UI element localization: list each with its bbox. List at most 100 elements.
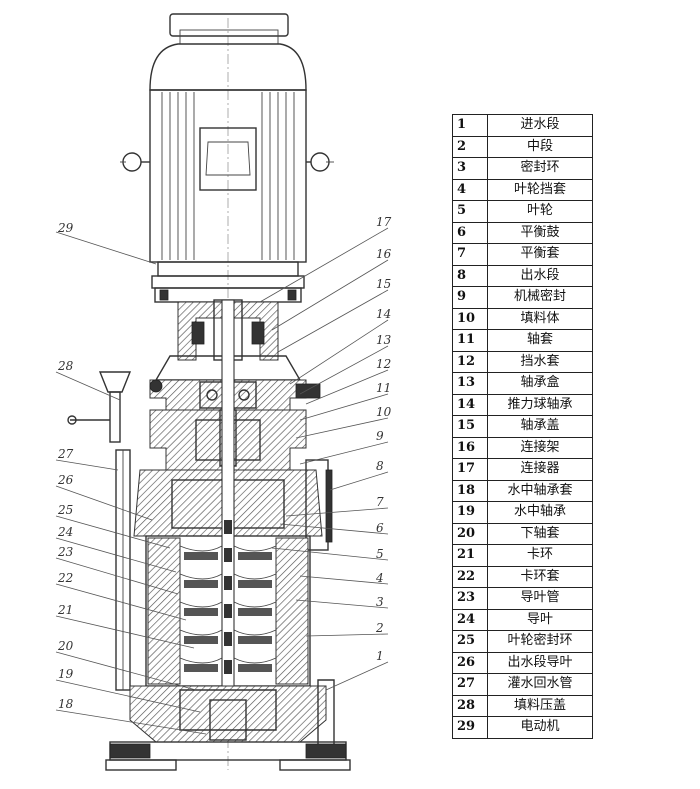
part-number: 23 — [452, 587, 488, 610]
part-number: 10 — [452, 307, 488, 330]
callout-9: 9 — [376, 429, 384, 443]
part-number: 14 — [452, 393, 488, 416]
callout-8: 8 — [376, 459, 384, 473]
callouts-left: 29 28 27 26 25 24 23 22 21 20 19 18 — [57, 221, 74, 711]
part-number: 12 — [452, 350, 488, 373]
part-number: 26 — [452, 651, 488, 674]
part-name: 填料压盖 — [487, 694, 593, 717]
part-name: 导叶 — [487, 608, 593, 631]
motor — [120, 13, 334, 303]
callout-21: 21 — [57, 603, 73, 617]
part-name: 轴承盖 — [487, 415, 593, 438]
part-name: 轴承盒 — [487, 372, 593, 395]
callout-19: 19 — [58, 667, 74, 681]
part-number: 8 — [452, 264, 488, 287]
part-number: 28 — [452, 694, 488, 717]
callout-10: 10 — [376, 405, 392, 419]
part-name: 连接器 — [487, 458, 593, 481]
connecting-frame — [154, 299, 302, 381]
callout-4: 4 — [375, 571, 384, 585]
part-name: 卡环套 — [487, 565, 593, 588]
callout-27: 27 — [57, 447, 74, 461]
packing-gland — [67, 371, 132, 443]
callout-12: 12 — [376, 357, 391, 371]
stage-stack — [145, 299, 311, 741]
part-name: 叶轮密封环 — [487, 630, 593, 653]
callout-13: 13 — [376, 333, 392, 347]
part-number: 11 — [452, 329, 488, 352]
callout-20: 20 — [57, 639, 74, 653]
callout-18: 18 — [58, 697, 74, 711]
callout-17: 17 — [376, 215, 392, 229]
part-number: 4 — [452, 178, 488, 201]
part-number: 6 — [452, 221, 488, 244]
callout-2: 2 — [375, 621, 384, 635]
part-number: 24 — [452, 608, 488, 631]
callout-22: 22 — [57, 571, 73, 585]
part-name: 导叶管 — [487, 587, 593, 610]
part-number: 3 — [452, 157, 488, 180]
part-number: 15 — [452, 415, 488, 438]
part-name: 卡环 — [487, 544, 593, 567]
part-name: 推力球轴承 — [487, 393, 593, 416]
part-name: 平衡鼓 — [487, 221, 593, 244]
part-name: 中段 — [487, 135, 593, 158]
callout-15: 15 — [376, 277, 391, 291]
callout-5: 5 — [376, 547, 384, 561]
part-name: 平衡套 — [487, 243, 593, 266]
part-name: 轴套 — [487, 329, 593, 352]
part-number: 19 — [452, 501, 488, 524]
part-name: 连接架 — [487, 436, 593, 459]
part-number: 22 — [452, 565, 488, 588]
callout-11: 11 — [376, 381, 391, 395]
callout-25: 25 — [57, 503, 73, 517]
part-number: 7 — [452, 243, 488, 266]
part-name: 叶轮挡套 — [487, 178, 593, 201]
part-name: 下轴套 — [487, 522, 593, 545]
callout-6: 6 — [376, 521, 384, 535]
part-number: 5 — [452, 200, 488, 223]
part-number: 16 — [452, 436, 488, 459]
bearing-housing — [149, 379, 321, 411]
part-name: 填料体 — [487, 307, 593, 330]
callout-29: 29 — [57, 221, 74, 235]
callout-3: 3 — [376, 595, 384, 609]
callout-24: 24 — [57, 525, 73, 539]
part-name: 叶轮 — [487, 200, 593, 223]
callouts-right: 17 16 15 14 13 12 11 10 9 8 7 6 5 4 3 2 … — [375, 215, 392, 663]
leader-lines-right — [259, 227, 389, 691]
part-number: 25 — [452, 630, 488, 653]
part-name: 灌水回水管 — [487, 673, 593, 696]
part-name: 机械密封 — [487, 286, 593, 309]
part-name: 密封环 — [487, 157, 593, 180]
part-name: 挡水套 — [487, 350, 593, 373]
inlet-section — [105, 679, 351, 771]
part-number: 27 — [452, 673, 488, 696]
leader-lines-left — [55, 231, 207, 735]
part-name: 水中轴承套 — [487, 479, 593, 502]
